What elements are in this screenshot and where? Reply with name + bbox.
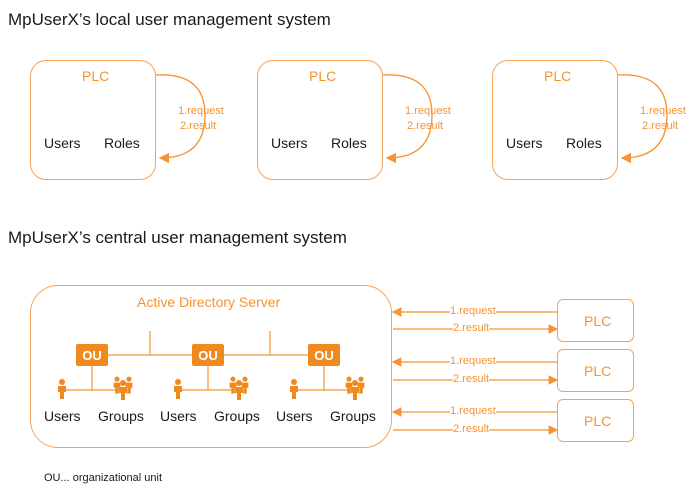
central-plc-box-2 [557,349,634,392]
central-plc-label: PLC [584,363,612,379]
central-heading: MpUserX’s central user management system [8,228,347,247]
active-directory-server-box [30,285,392,448]
central-plc-label: PLC [584,413,612,429]
result-label: 2.result [642,120,679,132]
central-plc-box-3 [557,399,634,442]
groups-label: Groups [330,408,376,424]
result-label: 2.result [453,322,490,334]
server-title: Active Directory Server [137,294,281,310]
roles-label: Roles [566,135,602,151]
local-plc-box-3 [492,60,618,180]
users-label: Users [506,135,543,151]
central-plc-label: PLC [584,313,612,329]
request-label: 1.request [450,305,496,317]
local-plc-title: PLC [82,68,110,84]
users-label: Users [271,135,308,151]
local-plc-title: PLC [544,68,572,84]
ou-node-1: OU [76,344,108,366]
request-label: 1.request [178,105,224,117]
groups-label: Groups [214,408,260,424]
users-label: Users [44,135,81,151]
users-label: Users [276,408,313,424]
request-label: 1.request [405,105,451,117]
central-plc-box-1 [557,299,634,342]
local-plc-box-2 [257,60,383,180]
result-label: 2.result [453,423,490,435]
local-heading: MpUserX’s local user management system [8,10,331,29]
result-label: 2.result [453,373,490,385]
roles-label: Roles [331,135,367,151]
roles-label: Roles [104,135,140,151]
groups-label: Groups [98,408,144,424]
footnote: OU... organizational unit [44,472,163,484]
result-label: 2.result [180,120,217,132]
central-tree-graphics [62,331,354,391]
ou-node-3: OU [308,344,340,366]
users-label: Users [160,408,197,424]
request-label: 1.request [450,355,496,367]
users-label: Users [44,408,81,424]
local-plc-title: PLC [309,68,337,84]
request-label: 1.request [450,405,496,417]
result-label: 2.result [407,120,444,132]
ou-node-2: OU [192,344,224,366]
request-label: 1.request [640,105,686,117]
local-plc-box-1 [30,60,156,180]
